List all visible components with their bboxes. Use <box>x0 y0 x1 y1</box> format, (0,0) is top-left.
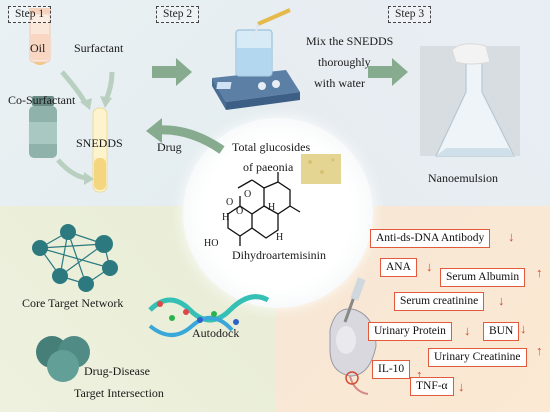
surfactant-label: Surfactant <box>74 41 124 55</box>
step2-to-step3-arrow <box>368 58 408 86</box>
trend-arrow: ↑ <box>536 265 543 280</box>
mix-line2: thoroughly <box>318 55 371 69</box>
total-glucosides-line1: Total glucosides <box>232 140 311 154</box>
biomarker-ana: ANA <box>380 258 417 277</box>
atom-label: H <box>222 212 230 223</box>
mix-line3: with water <box>314 76 365 90</box>
intersection-line2: Target Intersection <box>74 386 164 400</box>
mix-line1: Mix the SNEDDS <box>306 34 394 48</box>
network-node <box>78 276 94 292</box>
surfactant-to-snedds-arrow <box>103 71 115 101</box>
biomarker-urinary-protein: Urinary Protein <box>368 322 452 341</box>
co-surfactant-bottle-icon <box>29 96 57 158</box>
biomarker-anti-dsdna: Anti-ds-DNA Antibody <box>370 229 491 248</box>
atom-label: H <box>268 202 276 213</box>
autodock-label: Autodock <box>192 326 240 340</box>
dihydroartemisinin-structure <box>227 172 301 246</box>
biomarker-il10: IL-10 <box>372 360 411 379</box>
core-network-label: Core Target Network <box>22 296 124 310</box>
biomarker-bun: BUN <box>483 322 520 341</box>
network-node <box>60 224 76 240</box>
atom-label: HO <box>204 238 219 249</box>
drug-label: Drug <box>157 140 182 154</box>
biomarker-tnf-alpha: TNF-α <box>410 377 454 396</box>
snedds-tube-icon <box>92 107 108 193</box>
cosurfactant-to-snedds-arrow <box>56 158 87 181</box>
trend-arrow: ↑ <box>536 343 543 358</box>
atom-label: O <box>226 197 234 208</box>
biomarker-serum-creatinine: Serum creatinine <box>394 292 485 311</box>
mouse-injection-icon <box>329 277 377 395</box>
network-node <box>95 235 113 253</box>
atom-label: O <box>236 206 244 217</box>
oil-label: Oil <box>30 41 46 55</box>
trend-arrow: ↓ <box>426 259 433 274</box>
trend-arrow: ↑ <box>416 367 423 382</box>
network-node <box>32 240 48 256</box>
trend-arrow: ↓ <box>498 293 505 308</box>
snedds-label: SNEDDS <box>76 136 123 150</box>
paeonia-powder-image <box>301 154 341 184</box>
step3-label: Step 3 <box>388 6 432 23</box>
magnetic-stirrer-icon <box>212 8 300 110</box>
biomarker-serum-albumin: Serum Albumin <box>440 268 526 287</box>
trend-arrow: ↓ <box>520 321 527 336</box>
venn-intersection-icon <box>36 336 90 382</box>
drug-arrow <box>157 125 225 154</box>
trend-arrow: ↓ <box>458 379 465 394</box>
nanoemulsion-flask-icon <box>420 43 520 157</box>
step2-label: Step 2 <box>156 6 200 23</box>
co-surfactant-label: Co-Surfactant <box>8 93 76 107</box>
trend-arrow: ↓ <box>464 323 471 338</box>
atom-label: O <box>244 189 252 200</box>
nanoemulsion-label: Nanoemulsion <box>428 171 498 185</box>
step1-label: Step 1 <box>8 6 52 23</box>
autodock-image <box>148 294 270 337</box>
network-node <box>52 268 68 284</box>
step1-to-step2-arrow <box>152 58 192 86</box>
trend-arrow: ↓ <box>508 229 515 244</box>
biomarker-urinary-creatinine: Urinary Creatinine <box>428 348 527 367</box>
atom-label: H <box>276 232 284 243</box>
compound-label: Dihydroartemisinin <box>232 248 326 262</box>
surfactant-tube-icon <box>29 8 51 63</box>
total-glucosides-line2: of paeonia <box>243 160 294 174</box>
intersection-line1: Drug-Disease <box>84 364 150 378</box>
network-node <box>102 260 118 276</box>
